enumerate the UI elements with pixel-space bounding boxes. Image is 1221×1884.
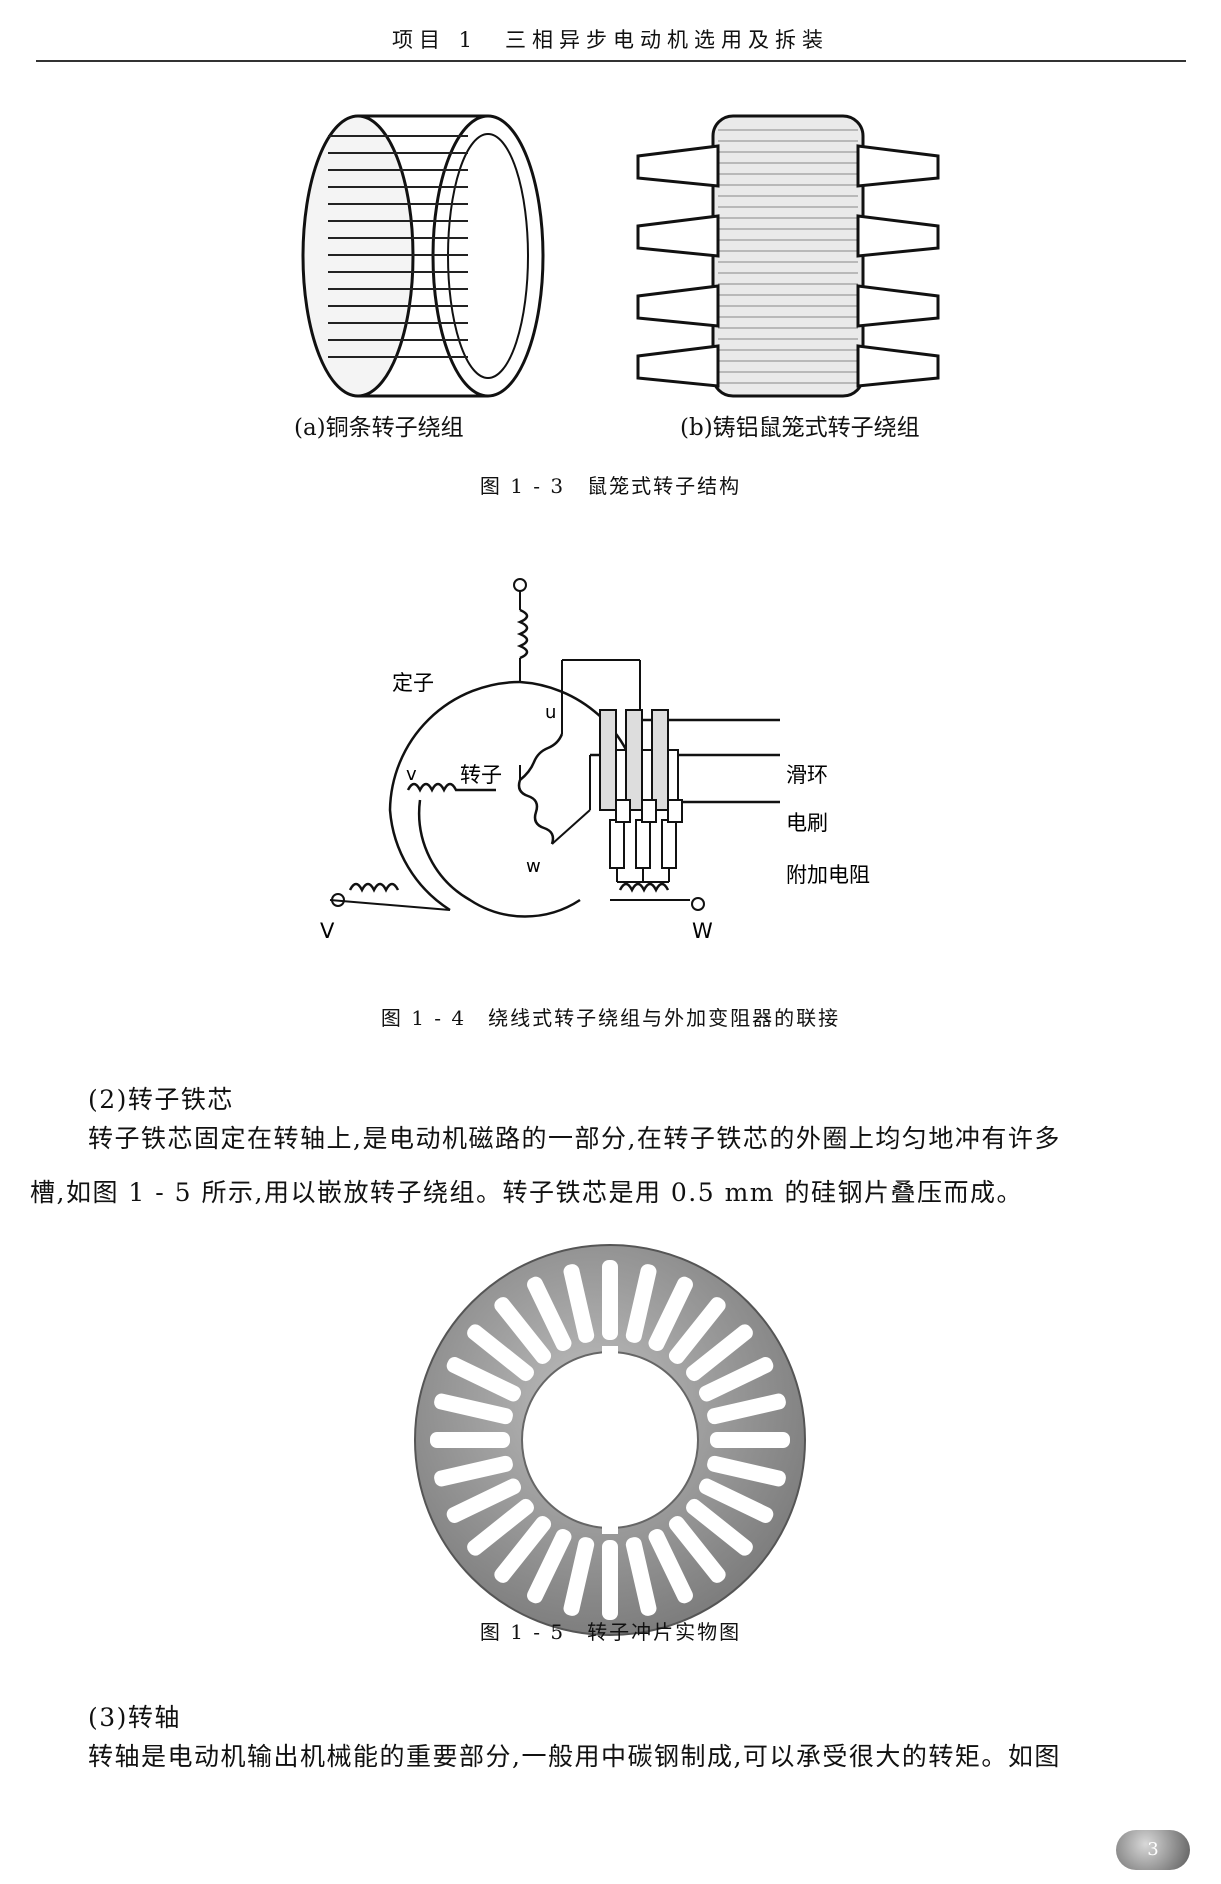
lamination-slot bbox=[446, 1478, 522, 1523]
label-stator: 定子 bbox=[392, 671, 434, 695]
lamination-slot bbox=[668, 1297, 726, 1364]
lamination-slot bbox=[698, 1357, 774, 1402]
cooling-fin bbox=[636, 284, 720, 328]
lamination-slot bbox=[707, 1393, 786, 1425]
lamination-slot bbox=[625, 1537, 657, 1616]
cast-aluminum-rotor-illustration bbox=[636, 114, 940, 398]
cooling-fin bbox=[856, 284, 940, 328]
label-rotor: 转子 bbox=[460, 763, 502, 787]
lamination-slot bbox=[434, 1393, 513, 1425]
header-rule bbox=[36, 60, 1186, 62]
figure-1-3b-label: (b)铸铝鼠笼式转子绕组 bbox=[680, 415, 920, 441]
label-v: v bbox=[406, 764, 417, 785]
lamination-slot bbox=[527, 1276, 572, 1352]
cooling-fin bbox=[636, 144, 720, 188]
lamination-slot bbox=[467, 1498, 534, 1556]
figure-1-3-caption: 图 1 - 3 鼠笼式转子结构 bbox=[479, 474, 742, 498]
lamination-slot bbox=[625, 1264, 657, 1343]
cooling-fin bbox=[636, 214, 720, 258]
label-V: V bbox=[320, 919, 335, 943]
lamination-slot bbox=[602, 1540, 618, 1620]
lamination-slot bbox=[602, 1260, 618, 1340]
figure-1-3: (a)铜条转子绕组 (b)铸铝鼠笼式转子绕组 bbox=[258, 100, 962, 446]
label-w: w bbox=[526, 856, 541, 877]
lamination-slot bbox=[467, 1324, 534, 1382]
label-u: u bbox=[545, 702, 556, 723]
running-header: 项目 1 三相异步电动机选用及拆装 bbox=[391, 28, 830, 52]
section-2-paragraph-line-2: 槽,如图 1 - 5 所示,用以嵌放转子绕组。转子铁芯是用 0.5 mm 的硅钢… bbox=[30, 1178, 1023, 1207]
section-2-heading: (2)转子铁芯 bbox=[88, 1085, 234, 1114]
section-3-paragraph-line-1: 转轴是电动机输出机械能的重要部分,一般用中碳钢制成,可以承受很大的转矩。如图 bbox=[88, 1742, 1061, 1771]
lamination-slot bbox=[494, 1516, 552, 1583]
cooling-fin bbox=[856, 344, 940, 388]
label-brush: 电刷 bbox=[786, 811, 828, 835]
lamination-slot bbox=[686, 1498, 753, 1556]
rotor-lamination-photo bbox=[414, 1244, 806, 1636]
lamination-slot bbox=[686, 1324, 753, 1382]
label-slip-ring: 滑环 bbox=[786, 763, 828, 787]
page-number-badge: 3 bbox=[1116, 1830, 1190, 1870]
lamination-slot bbox=[707, 1455, 786, 1487]
lamination-slot bbox=[710, 1432, 790, 1448]
lamination-slot bbox=[648, 1276, 693, 1352]
cooling-fin bbox=[856, 144, 940, 188]
label-W: W bbox=[692, 919, 713, 943]
copper-bar-rotor-illustration bbox=[301, 114, 545, 398]
lamination-slot bbox=[563, 1537, 595, 1616]
cooling-fin bbox=[856, 214, 940, 258]
figure-1-3a-label: (a)铜条转子绕组 bbox=[294, 415, 464, 441]
lamination-slot bbox=[698, 1478, 774, 1523]
figure-1-4-caption: 图 1 - 4 绕线式转子绕组与外加变阻器的联接 bbox=[380, 1006, 841, 1030]
lamination-slot bbox=[494, 1297, 552, 1364]
lamination-slot bbox=[434, 1455, 513, 1487]
label-resistor: 附加电阻 bbox=[786, 863, 870, 887]
lamination-slot bbox=[563, 1264, 595, 1343]
lamination-slot bbox=[527, 1528, 572, 1604]
lamination-slot bbox=[430, 1432, 510, 1448]
section-2-paragraph-line-1: 转子铁芯固定在转轴上,是电动机磁路的一部分,在转子铁芯的外圈上均匀地冲有许多 bbox=[88, 1124, 1061, 1153]
section-3-heading: (3)转轴 bbox=[88, 1703, 181, 1732]
figure-1-5-caption: 图 1 - 5 转子冲片实物图 bbox=[479, 1620, 742, 1644]
figure-1-4-diagram: 定子 转子 u v w V W 滑环 电刷 附加电阻 bbox=[320, 578, 870, 943]
lamination-slot bbox=[446, 1357, 522, 1402]
cooling-fin bbox=[636, 344, 720, 388]
lamination-slot bbox=[668, 1516, 726, 1583]
lamination-slot bbox=[648, 1528, 693, 1604]
